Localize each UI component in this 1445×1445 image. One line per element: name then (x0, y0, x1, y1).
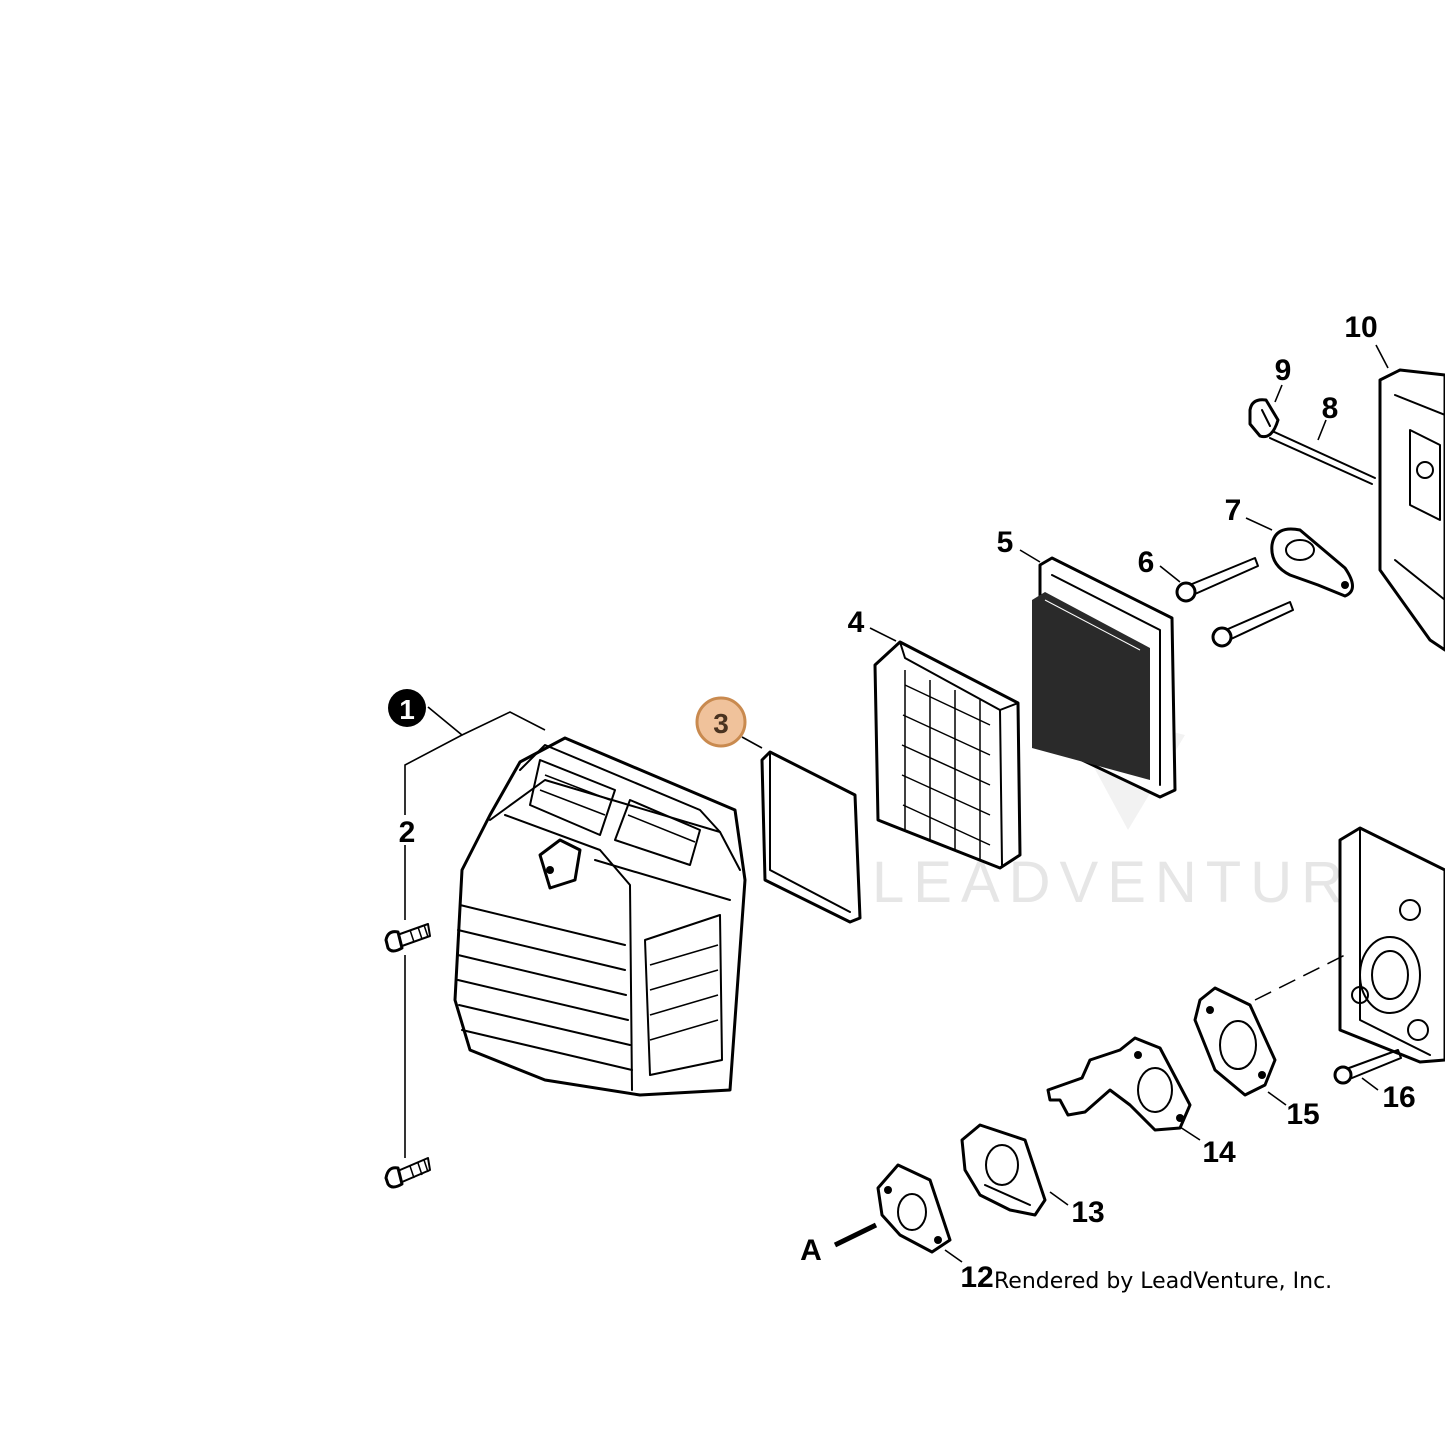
callout-A-label[interactable]: A (800, 1234, 822, 1267)
filter-screw-lower[interactable] (1211, 601, 1294, 648)
callout-9-label[interactable]: 9 (1275, 354, 1292, 387)
callout-3[interactable]: 3 (695, 696, 747, 748)
callout-12-label[interactable]: 12 (960, 1261, 993, 1294)
prefilter-pad[interactable] (760, 750, 862, 924)
callout-16-label[interactable]: 16 (1382, 1081, 1415, 1114)
callout-10-label[interactable]: 10 (1344, 311, 1377, 344)
gasket-12[interactable] (876, 1163, 952, 1254)
gasket-15[interactable] (1193, 986, 1277, 1097)
flange-screw[interactable] (1333, 1049, 1402, 1085)
cover-screw-upper[interactable] (384, 923, 431, 953)
callout-1[interactable]: 1 (388, 689, 426, 727)
cover-screw-lower[interactable] (384, 1157, 431, 1189)
render-credit: Rendered by LeadVenture, Inc. (994, 1269, 1332, 1294)
leader-lines (404, 344, 1389, 1263)
callout-2-label[interactable]: 2 (399, 816, 416, 849)
callout-4-label[interactable]: 4 (848, 606, 865, 639)
callout-5-label[interactable]: 5 (997, 526, 1014, 559)
filter-grid-frame[interactable] (873, 640, 1022, 870)
mounting-bracket[interactable] (1046, 1036, 1192, 1132)
callout-3-label: 3 (713, 708, 729, 739)
bracket-plate[interactable] (1270, 527, 1354, 598)
callout-14-label[interactable]: 14 (1202, 1136, 1236, 1169)
callout-6-label[interactable]: 6 (1138, 546, 1155, 579)
callout-15-label[interactable]: 15 (1286, 1098, 1319, 1131)
callout-7-label[interactable]: 7 (1225, 494, 1242, 527)
grommet[interactable] (1248, 398, 1280, 439)
spacer-13[interactable] (960, 1123, 1047, 1217)
paper-air-filter[interactable] (1032, 556, 1177, 799)
filter-screw-upper[interactable] (1175, 557, 1259, 603)
air-filter-cover[interactable] (453, 736, 747, 1097)
callout-13-label[interactable]: 13 (1071, 1196, 1104, 1229)
choke-rod[interactable] (1269, 429, 1376, 485)
callout-8-label[interactable]: 8 (1322, 392, 1339, 425)
carburetor-flange[interactable] (1338, 826, 1445, 1064)
air-filter-base-plate[interactable] (1378, 368, 1445, 652)
callout-1-label: 1 (399, 694, 415, 725)
watermark-text: LEADVENTURE (872, 850, 1400, 915)
